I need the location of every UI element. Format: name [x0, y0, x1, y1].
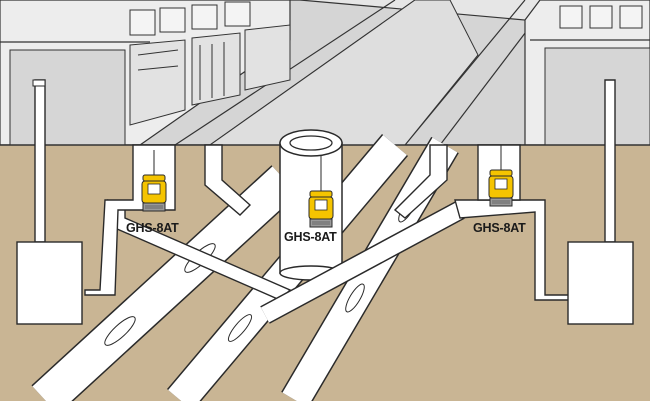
right-sensor-label: GHS-8AT: [473, 221, 526, 235]
sewer-pipe-left: [31, 165, 299, 401]
gas-sensor-center: [308, 156, 334, 228]
right-building: [524, 0, 650, 146]
center-sensor-label: GHS-8AT: [284, 230, 337, 244]
catch-basin-right: [567, 79, 634, 325]
gas-sensor-right: [488, 145, 514, 207]
left-building: [0, 0, 291, 146]
catch-basin-left: [16, 79, 83, 325]
drain-bend-right: [393, 144, 448, 219]
left-sensor-label: GHS-8AT: [126, 221, 179, 235]
gas-sensor-left: [141, 150, 167, 212]
drain-bend-left: [204, 144, 252, 216]
sidewalk-line-right: [439, 19, 536, 146]
